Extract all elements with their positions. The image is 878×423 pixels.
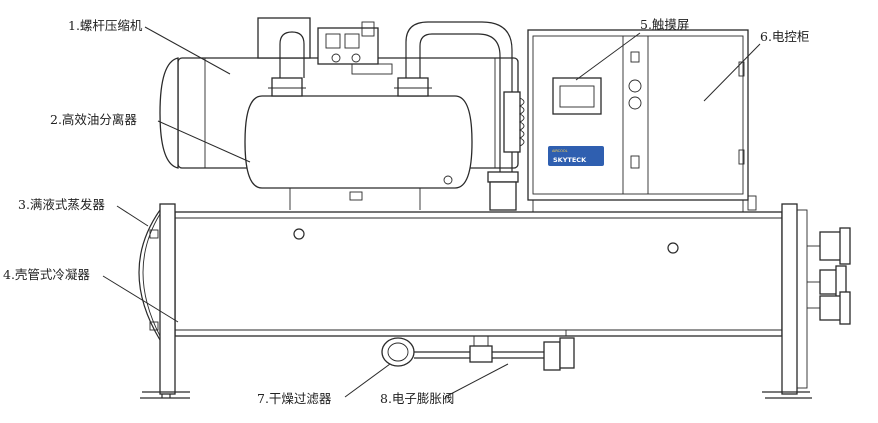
label-oil-separator: 2.高效油分离器 [50,112,251,163]
label-touch-screen: 5.触摸屏 [575,17,689,81]
refrigerant-pipes [279,21,525,211]
svg-text:AIRCOOL: AIRCOOL [552,149,568,153]
shell-tube-exchanger [138,203,851,399]
label-expansion-valve: 8.电子膨胀阀 [380,363,509,406]
control-cabinet: AIRCOOL SKYTECK [527,29,757,214]
liquid-line [381,330,575,371]
label-flooded-evaporator: 3.满液式蒸发器 [18,197,149,227]
label-text: 8.电子膨胀阀 [380,391,454,406]
label-text: 4.壳管式冷凝器 [3,267,90,282]
label-text: 6.电控柜 [760,29,809,44]
label-text: 2.高效油分离器 [50,112,137,127]
label-screw-compressor: 1.螺杆压缩机 [68,18,231,75]
touch-screen [552,77,602,115]
label-shell-tube-condenser: 4.壳管式冷凝器 [3,267,179,323]
brand-logo: AIRCOOL SKYTECK [548,146,604,166]
label-text: 3.满液式蒸发器 [18,197,105,212]
label-dryer-filter: 7.干燥过滤器 [257,363,391,406]
label-text: 5.触摸屏 [640,17,689,32]
water-nozzles [807,227,851,325]
expansion-valve [469,345,493,363]
label-text: 1.螺杆压缩机 [68,18,143,33]
label-text: 7.干燥过滤器 [257,391,332,406]
label-control-cabinet: 6.电控柜 [703,29,809,102]
dryer-filter [381,337,415,367]
brand-name: SKYTECK [553,156,587,164]
oil-separator [244,77,473,210]
